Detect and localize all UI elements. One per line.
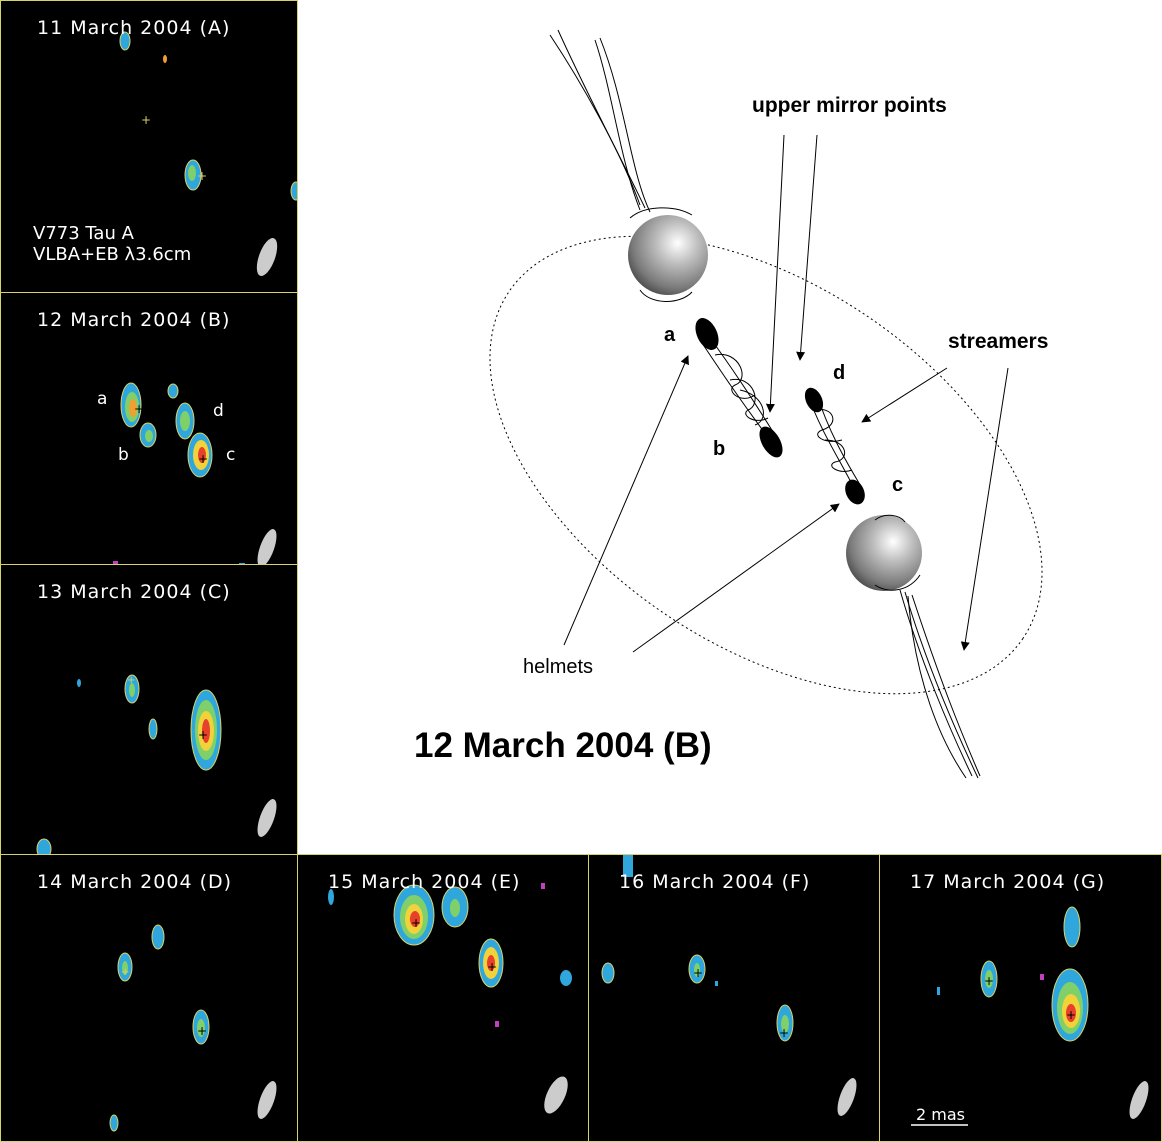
svg-text:+: + — [127, 675, 135, 686]
panel-title: 15 March 2004 (E) — [328, 871, 521, 893]
panel-title: 11 March 2004 (A) — [37, 17, 231, 39]
svg-text:+: + — [121, 967, 129, 978]
component-label-d: d — [213, 401, 224, 421]
map-panel-c: + + 13 March 2004 (C) — [0, 564, 298, 855]
beam-ellipse — [1129, 1081, 1149, 1119]
blob-d — [804, 387, 824, 413]
emission-blob: + + — [109, 924, 210, 1132]
emission-blob: + + — [113, 382, 245, 564]
beam-ellipse — [837, 1078, 857, 1116]
instrument-label: VLBA+EB λ3.6cm — [33, 244, 192, 265]
map-panel-e: + + 15 March 2004 (E) — [297, 854, 589, 1142]
map-f-canvas: + + — [601, 855, 857, 1116]
diagram-title: 12 March 2004 (B) — [414, 726, 712, 765]
helmet-loop — [629, 207, 693, 219]
map-panel-b: + + 12 March 2004 (B) a b c d — [0, 292, 298, 565]
lower-star — [846, 515, 922, 591]
label-b: b — [713, 438, 726, 460]
emission-blob: + + — [119, 31, 297, 201]
source-name: V773 Tau A — [33, 223, 134, 244]
map-b-canvas: + + — [113, 382, 277, 564]
label-helmets: helmets — [523, 656, 594, 678]
map-panel-g: + + 17 March 2004 (G) 2 mas — [879, 854, 1162, 1142]
label-c: c — [892, 474, 904, 496]
magnetosphere-diagram — [489, 29, 1043, 779]
map-c-canvas: + + — [36, 674, 277, 854]
svg-text:+: + — [693, 966, 703, 980]
component-label-b: b — [118, 445, 129, 465]
emission-blob: + + — [601, 855, 794, 1042]
arrow-upper-mirror-2 — [796, 134, 818, 361]
flux-tube-ab — [699, 337, 776, 441]
panel-title: 17 March 2004 (G) — [910, 871, 1106, 893]
blob-a — [695, 318, 719, 350]
beam-ellipse — [256, 238, 278, 276]
arrow-upper-mirror-1 — [765, 134, 785, 413]
helmet-loop — [874, 514, 906, 523]
component-label-c: c — [226, 445, 236, 465]
emission-blob: + + — [937, 906, 1089, 1042]
label-streamers: streamers — [948, 330, 1049, 353]
svg-text:+: + — [197, 169, 207, 183]
panel-title: 12 March 2004 (B) — [37, 309, 231, 331]
label-upper-mirror-points: upper mirror points — [752, 94, 947, 117]
svg-text:+: + — [198, 452, 208, 466]
svg-text:+: + — [1066, 1008, 1076, 1022]
svg-text:+: + — [197, 1024, 207, 1038]
map-panel-a: + + 11 March 2004 (A) V773 Tau A VLBA+EB… — [0, 0, 298, 293]
label-a: a — [664, 324, 676, 346]
helmet-loop — [874, 574, 921, 591]
map-g-canvas: + + — [911, 906, 1149, 1126]
panel-title: 13 March 2004 (C) — [37, 581, 231, 603]
svg-text:+: + — [984, 974, 994, 988]
svg-text:+: + — [487, 960, 497, 974]
orbit-ellipse — [489, 235, 1043, 695]
arrow-helmet-2 — [632, 503, 840, 653]
helmet-loop — [639, 289, 693, 302]
emission-blob: + + — [328, 883, 572, 1027]
panel-title: 14 March 2004 (D) — [37, 871, 233, 893]
arrow-streamer-2 — [960, 367, 1009, 651]
map-d-canvas: + + — [109, 924, 277, 1132]
beam-ellipse — [257, 799, 277, 837]
map-e-canvas: + + — [328, 883, 572, 1114]
map-panel-d: + + 14 March 2004 (D) — [0, 854, 298, 1142]
component-label-a: a — [97, 389, 108, 409]
scale-bar-label: 2 mas — [916, 1105, 965, 1124]
svg-text:+: + — [141, 113, 151, 127]
upper-star — [628, 215, 708, 295]
beam-ellipse — [257, 529, 277, 564]
emission-blob: + + — [36, 674, 222, 854]
label-d: d — [833, 362, 846, 384]
beam-ellipse — [257, 1081, 277, 1119]
svg-text:+: + — [779, 1026, 789, 1040]
svg-text:+: + — [411, 916, 421, 930]
blob-c — [845, 479, 865, 505]
upper-streamer — [549, 29, 651, 213]
arrow-helmet-1 — [563, 355, 689, 646]
svg-text:+: + — [134, 402, 144, 416]
map-a-canvas: + + — [119, 31, 297, 276]
beam-ellipse — [544, 1076, 568, 1114]
blob-b — [759, 426, 783, 458]
map-panel-f: + + 16 March 2004 (F) — [588, 854, 880, 1142]
arrow-streamer-1 — [861, 367, 948, 423]
lower-streamer — [899, 589, 981, 779]
svg-text:+: + — [198, 728, 208, 742]
panel-title: 16 March 2004 (F) — [619, 871, 811, 893]
